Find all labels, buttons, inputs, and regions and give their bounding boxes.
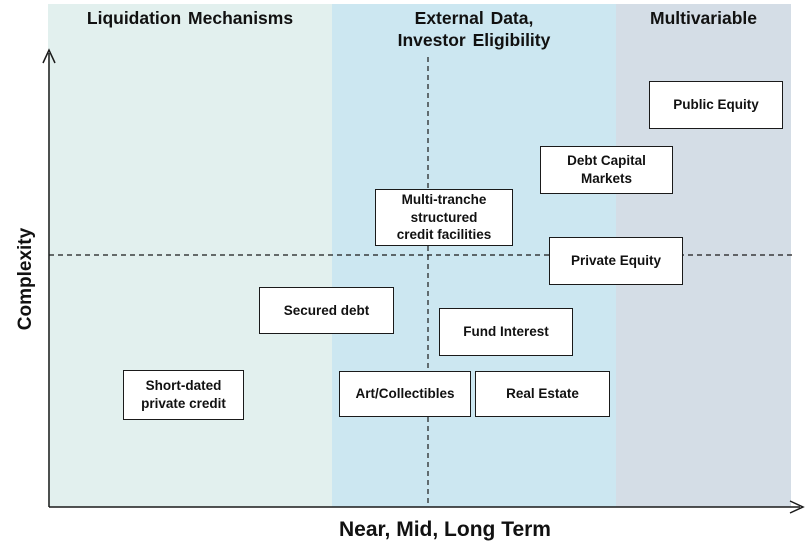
item-box-debt-capital-markets: Debt Capital Markets: [540, 146, 673, 194]
item-label: Private Equity: [570, 253, 662, 269]
column-header-multivariable: Multivariable: [650, 8, 757, 28]
x-axis-arrow-icon: [789, 500, 805, 514]
item-box-short-dated-private-credit: Short-dated private credit: [123, 370, 244, 420]
item-box-multi-tranche-structured-credit-facilities: Multi-tranche structured credit faciliti…: [375, 189, 513, 246]
item-label: Art/Collectibles: [355, 386, 455, 402]
item-label: Real Estate: [506, 386, 579, 402]
item-label: Secured debt: [283, 302, 370, 318]
x-axis-label: Near, Mid, Long Term: [339, 518, 551, 541]
column-header-liquidation-mechanisms: Liquidation Mechanisms: [86, 8, 294, 28]
item-label: Public Equity: [673, 97, 759, 113]
item-label: Multi-tranche structured credit faciliti…: [396, 192, 492, 243]
item-box-private-equity: Private Equity: [549, 237, 683, 285]
y-axis-label: Complexity: [15, 227, 36, 331]
item-box-art-collectibles: Art/Collectibles: [339, 371, 471, 417]
y-axis-arrow-icon: [42, 48, 56, 64]
item-label: Debt Capital Markets: [567, 153, 646, 186]
item-box-secured-debt: Secured debt: [259, 287, 394, 334]
column-header-external-data: External Data, Investor Eligibility: [397, 8, 551, 50]
item-label: Fund Interest: [463, 324, 549, 340]
item-box-public-equity: Public Equity: [649, 81, 783, 129]
item-label: Short-dated private credit: [141, 378, 226, 411]
item-box-fund-interest: Fund Interest: [439, 308, 573, 356]
item-box-real-estate: Real Estate: [475, 371, 610, 417]
